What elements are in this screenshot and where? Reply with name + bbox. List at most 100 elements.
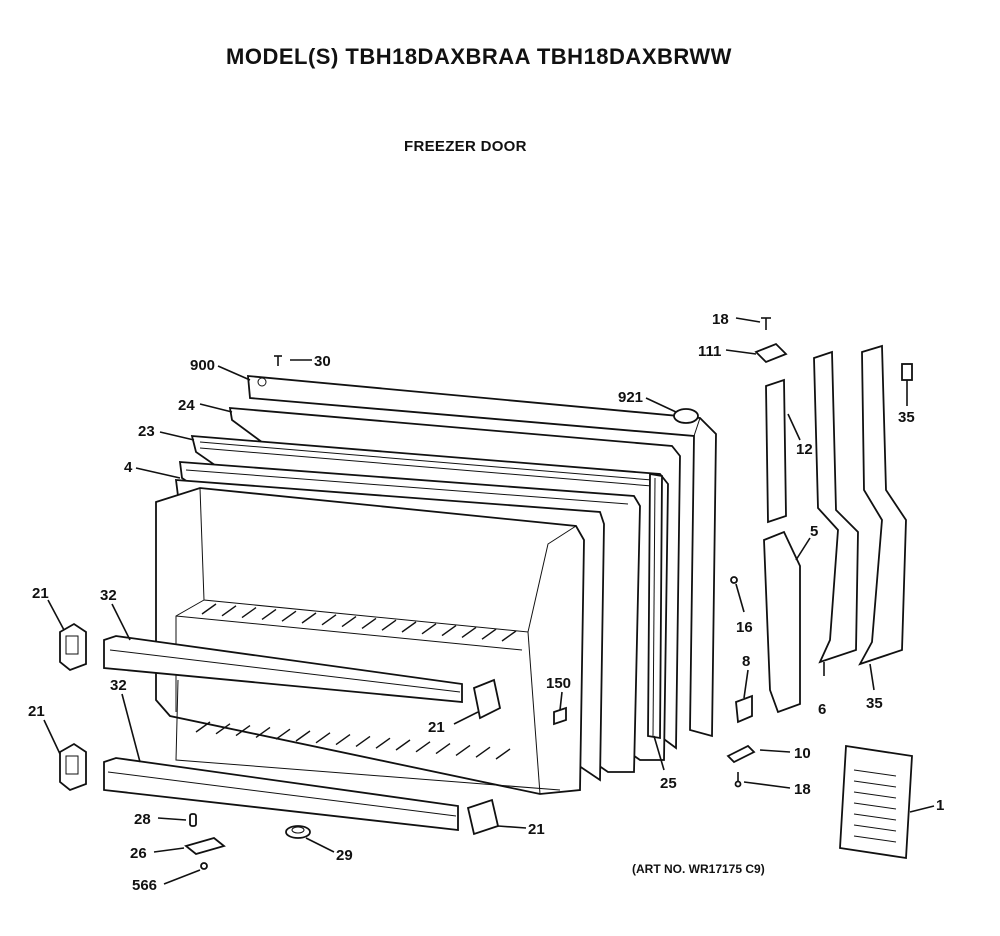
hinge-pin-10 <box>726 744 756 764</box>
shelf-rib <box>195 721 211 733</box>
callout-21-left-top: 21 <box>32 585 49 602</box>
door-rack-upper <box>103 635 463 703</box>
hinge-plate-12 <box>765 378 787 524</box>
rack-end-cap-right-bottom <box>466 798 500 836</box>
shelf-rib <box>461 626 477 638</box>
shelf-rib <box>441 625 457 637</box>
callout-4: 4 <box>124 459 133 476</box>
screw-16 <box>730 576 738 584</box>
shelf-rib <box>255 726 271 738</box>
card-text-line <box>853 813 897 821</box>
shelf-rib <box>495 748 511 760</box>
shelf-rib <box>261 608 277 620</box>
leader-lines <box>43 317 935 885</box>
model-title: MODEL(S) TBH18DAXBRAA TBH18DAXBRWW <box>226 44 732 69</box>
callout-35-bottom: 35 <box>866 695 883 712</box>
callout-32-bottom: 32 <box>110 677 127 694</box>
callout-26: 26 <box>130 845 147 862</box>
callout-21-right-bottom: 21 <box>528 821 545 838</box>
art-number: (ART NO. WR17175 C9) <box>632 862 765 876</box>
shelf-rib <box>235 725 251 737</box>
callout-32-top: 32 <box>100 587 117 604</box>
shelf-rib <box>475 746 491 758</box>
callout-35-top: 35 <box>898 409 915 426</box>
shelf-rib <box>381 619 397 631</box>
callout-8: 8 <box>742 653 750 670</box>
callout-24: 24 <box>178 397 195 414</box>
shelf-rib <box>221 605 237 617</box>
shelf-rib <box>215 723 231 735</box>
rack-end-cap-left-bottom <box>59 742 87 792</box>
shelf-rib <box>355 735 371 747</box>
inner-door-liner <box>155 487 585 795</box>
card-text-line <box>853 791 897 799</box>
outer-door-panel <box>247 375 717 738</box>
callout-6: 6 <box>818 701 826 718</box>
callout-1: 1 <box>936 797 944 814</box>
handle-35 <box>858 344 907 666</box>
shelf-rib <box>315 732 331 744</box>
callout-21-mid: 21 <box>428 719 445 736</box>
screw-566 <box>200 862 208 870</box>
door-rack-lower <box>103 757 459 832</box>
hinge-bracket-5 <box>763 530 801 714</box>
shelf-rib <box>481 628 497 640</box>
shelf-rib <box>435 743 451 755</box>
shelf-rib <box>201 603 217 615</box>
shelf-rib <box>321 614 337 626</box>
shelf-rib <box>341 616 357 628</box>
shelf-rib <box>421 623 437 635</box>
rack-end-cap-mid <box>472 678 502 720</box>
callout-29: 29 <box>336 847 353 864</box>
shelf-rib <box>401 621 417 633</box>
instruction-card-1 <box>839 744 913 860</box>
callout-28: 28 <box>134 811 151 828</box>
callout-150: 150 <box>546 675 571 692</box>
shelf-rib <box>275 728 291 740</box>
rack-end-cap-left-top <box>59 622 87 672</box>
fastener-150 <box>553 706 567 726</box>
clip-26 <box>184 837 226 855</box>
shelf-rib <box>415 741 431 753</box>
section-title: FREEZER DOOR <box>404 138 527 155</box>
shelf-rib <box>501 630 517 642</box>
shelf-rib <box>395 739 411 751</box>
callout-5: 5 <box>810 523 818 540</box>
plug-921 <box>673 408 699 424</box>
shelf-ribs <box>195 603 517 760</box>
callout-18-bottom: 18 <box>794 781 811 798</box>
shelf-rib <box>361 617 377 629</box>
shelf-rib <box>295 730 311 742</box>
callout-566: 566 <box>132 877 157 894</box>
card-text-line <box>853 835 897 843</box>
callout-21-left-bottom: 21 <box>28 703 45 720</box>
card-text-line <box>853 802 897 810</box>
callout-18-top: 18 <box>712 311 729 328</box>
shelf-rib <box>281 610 297 622</box>
callout-10: 10 <box>794 745 811 762</box>
callout-25: 25 <box>660 775 677 792</box>
door-gasket <box>647 472 663 740</box>
shelf-rib <box>301 612 317 624</box>
card-text-line <box>853 780 897 788</box>
screw-30 <box>274 355 282 366</box>
shelf-rib <box>375 737 391 749</box>
shelf-rib <box>455 744 471 756</box>
callout-111: 111 <box>698 343 721 360</box>
bumper-29 <box>285 825 311 839</box>
callout-921: 921 <box>618 389 643 406</box>
handle-cap-35 <box>901 363 913 381</box>
stop-8 <box>735 694 753 724</box>
screw-18-top <box>761 317 771 330</box>
shelf-rib <box>335 734 351 746</box>
card-text-line <box>853 769 897 777</box>
spring-28 <box>189 813 197 827</box>
callout-30: 30 <box>314 353 331 370</box>
callout-labels: 18 111 900 30 921 35 24 12 23 4 5 21 32 … <box>28 311 944 894</box>
callout-16: 16 <box>736 619 753 636</box>
screw-18-bottom <box>734 772 742 788</box>
callout-900: 900 <box>190 357 215 374</box>
callout-12: 12 <box>796 441 813 458</box>
